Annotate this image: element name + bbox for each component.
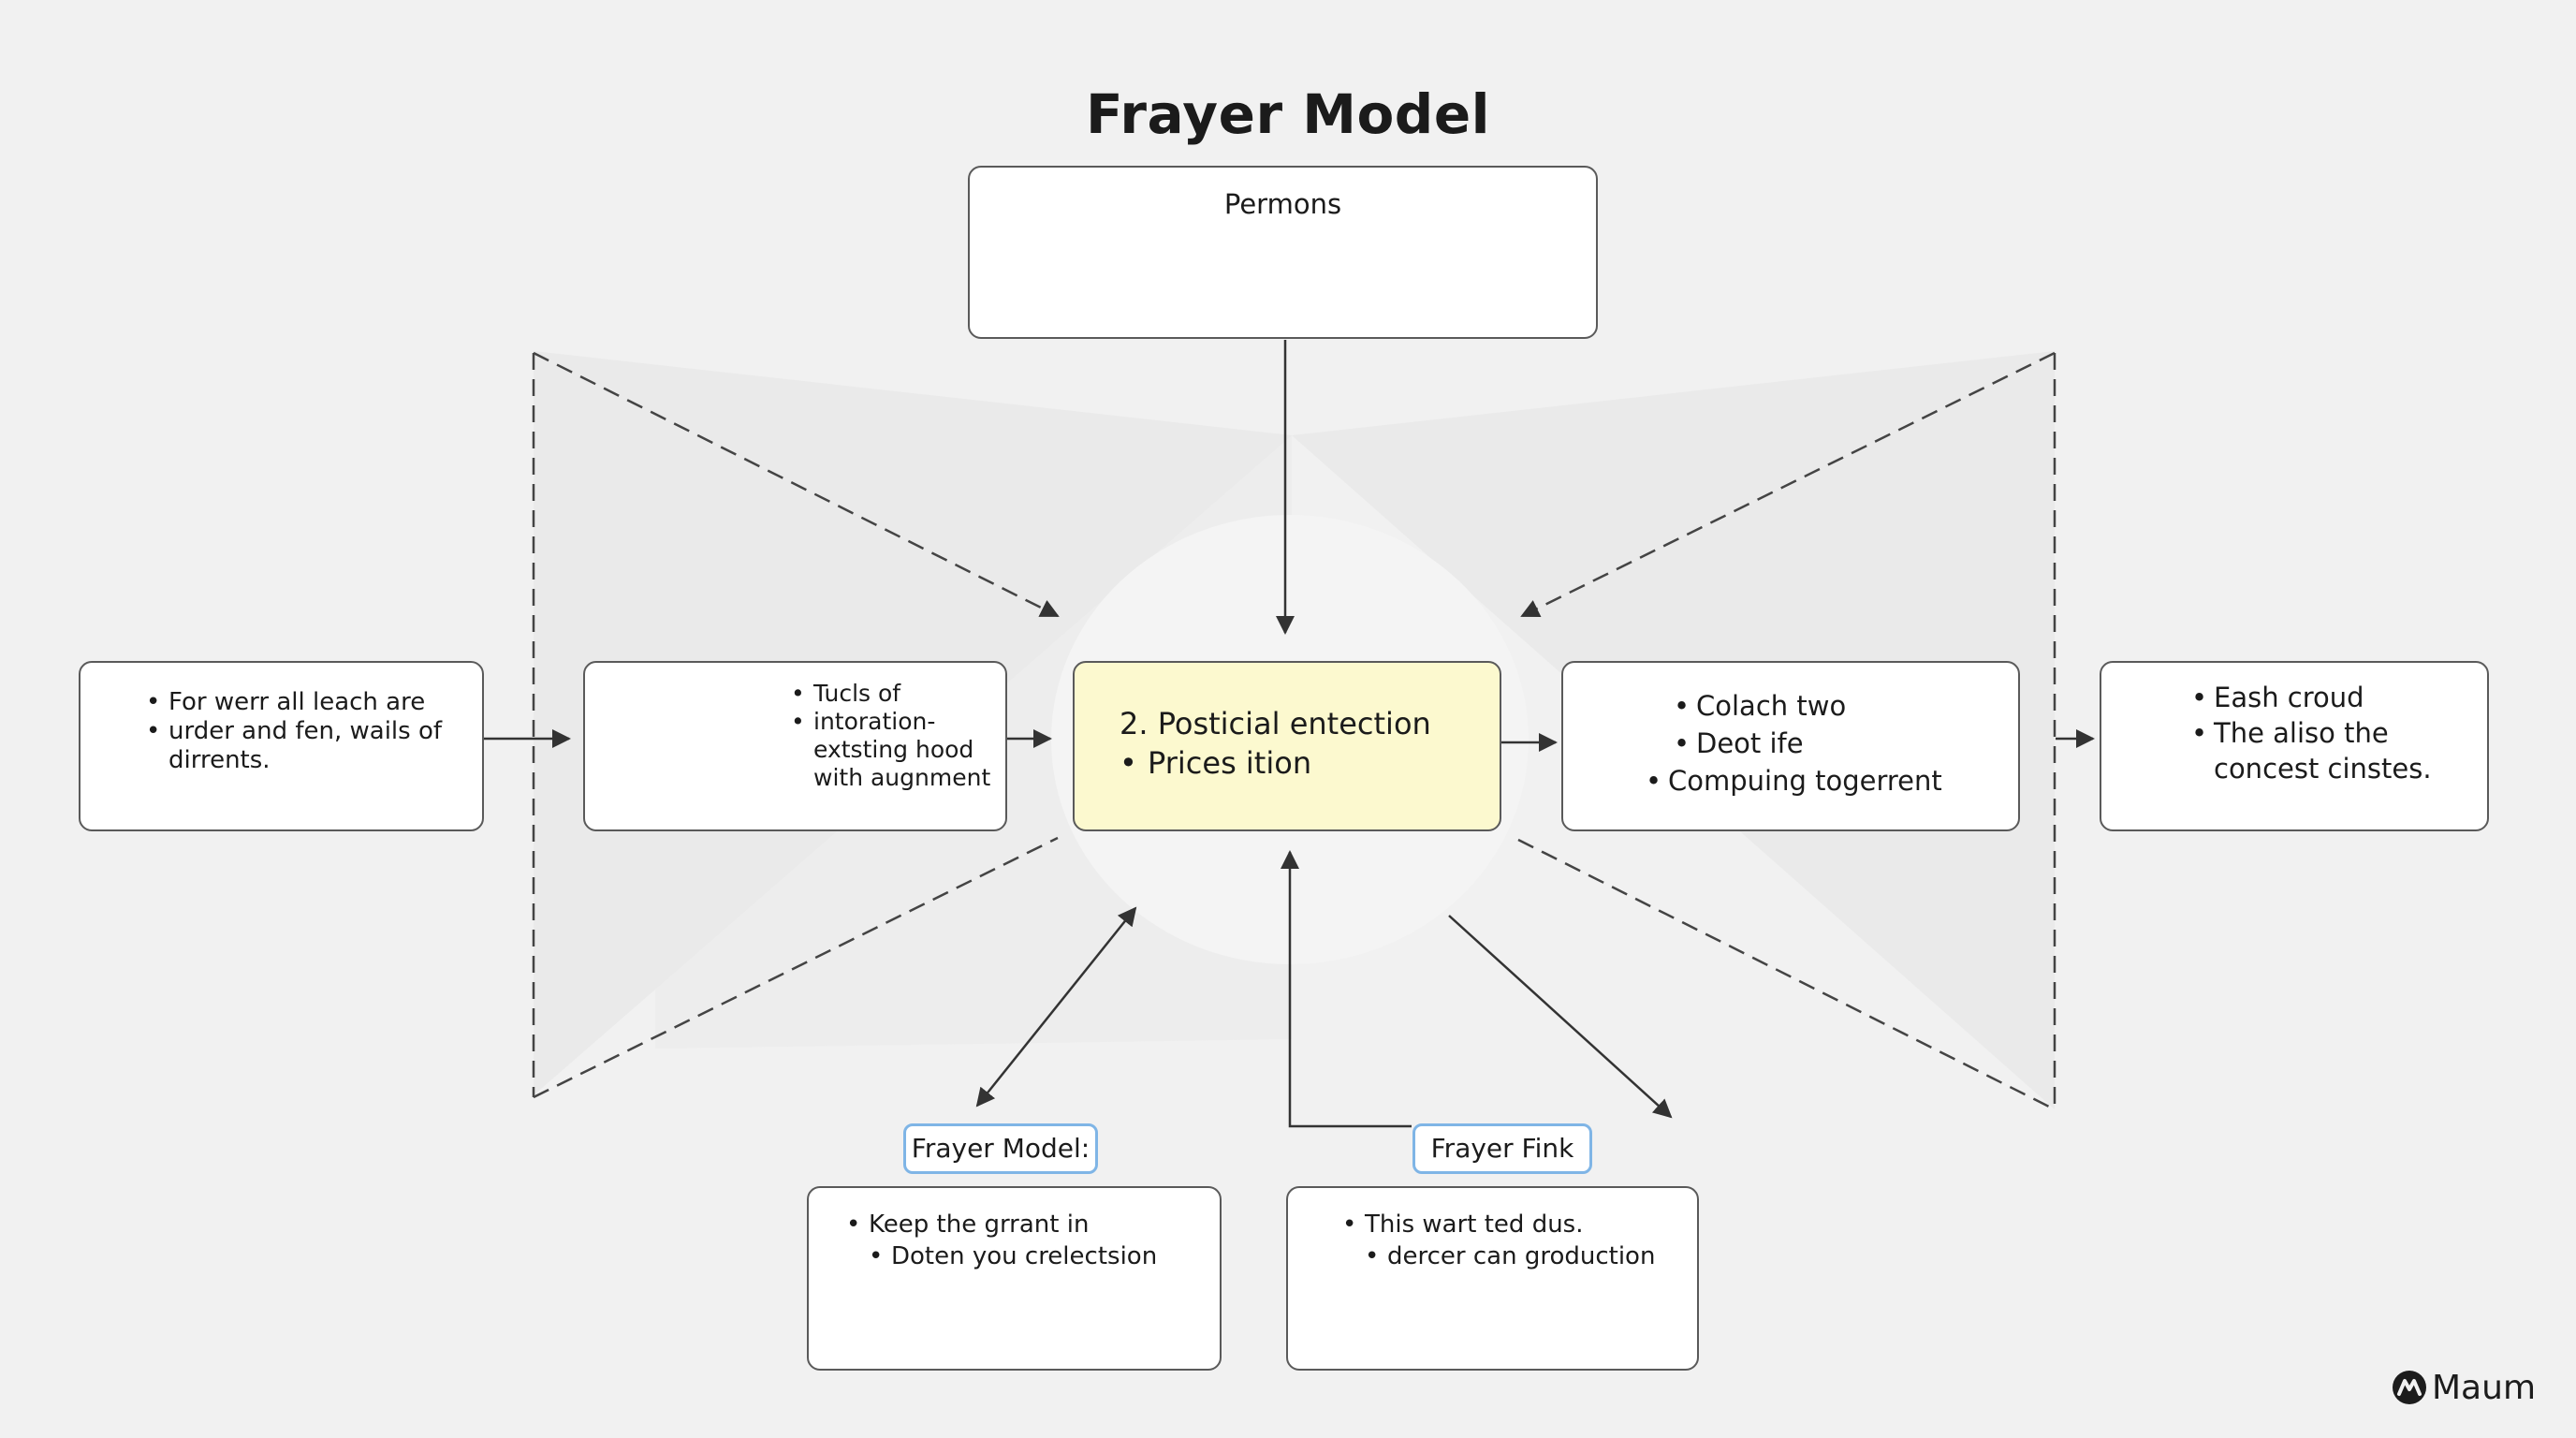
- arrow-center-bottom-right: [1448, 915, 1673, 1119]
- diagram-title: Frayer Model: [1085, 82, 1491, 146]
- left2-box: Tucls of intoration- extsting hood with …: [583, 661, 1007, 831]
- top-box: Permons: [968, 166, 1598, 339]
- left-box-item: For werr all leach are: [146, 688, 482, 717]
- dashed-frame: [532, 351, 2056, 1111]
- center-heading: 2. Posticial entection: [1120, 706, 1431, 741]
- left2-box-item: intoration- extsting hood with augnment: [791, 708, 1001, 792]
- solid-connectors: [484, 340, 2095, 1128]
- dashed-arrow-upper-right: [1520, 351, 2056, 618]
- bottom-right-box: This wart ted dus. dercer can groduction: [1286, 1186, 1699, 1371]
- bottom-right-label: Frayer Fink: [1412, 1123, 1592, 1174]
- center-box: 2. Posticial entection Prices ition: [1073, 661, 1501, 831]
- bottom-right-item: dercer can groduction: [1365, 1240, 1655, 1272]
- left2-box-item: Tucls of: [791, 680, 1001, 708]
- right1-box-item: Compuing togerrent: [1646, 762, 1942, 800]
- right1-box-item: Colach two: [1674, 687, 1942, 725]
- bottom-left-item: Keep the grrant in: [846, 1209, 1157, 1240]
- dashed-arrow-upper-left: [533, 351, 1060, 618]
- center-item: Prices ition: [1120, 743, 1431, 783]
- right1-box-item: Deot ife: [1674, 725, 1942, 762]
- left2-box-item-text: intoration- extsting hood with augnment: [813, 708, 991, 791]
- arrow-center-bottom-left: [975, 906, 1137, 1108]
- left-box: For werr all leach are urder and fen, wa…: [79, 661, 484, 831]
- bottom-left-item: Doten you crelectsion: [869, 1240, 1157, 1272]
- left-box-item: urder and fen, wails of dirrents.: [146, 717, 482, 775]
- right2-box-item-text: The aliso the concest cinstes.: [2214, 717, 2432, 785]
- bottom-right-item: This wart ted dus.: [1342, 1209, 1655, 1240]
- maum-logo-icon: [2393, 1371, 2426, 1404]
- right2-box-item: Eash croud: [2191, 680, 2438, 715]
- right2-box-item: The aliso the concest cinstes.: [2191, 715, 2438, 786]
- right1-box: Colach two Deot ife Compuing togerrent: [1561, 661, 2020, 831]
- right2-box: Eash croud The aliso the concest cinstes…: [2100, 661, 2489, 831]
- bottom-left-box: Keep the grrant in Doten you crelectsion: [807, 1186, 1222, 1371]
- bottom-left-label: Frayer Model:: [903, 1123, 1098, 1174]
- top-box-label: Permons: [1223, 188, 1342, 220]
- logo-text: Maum: [2432, 1368, 2537, 1407]
- arrow-pill-to-center: [1281, 850, 1412, 1128]
- maum-logo: Maum: [2391, 1367, 2536, 1408]
